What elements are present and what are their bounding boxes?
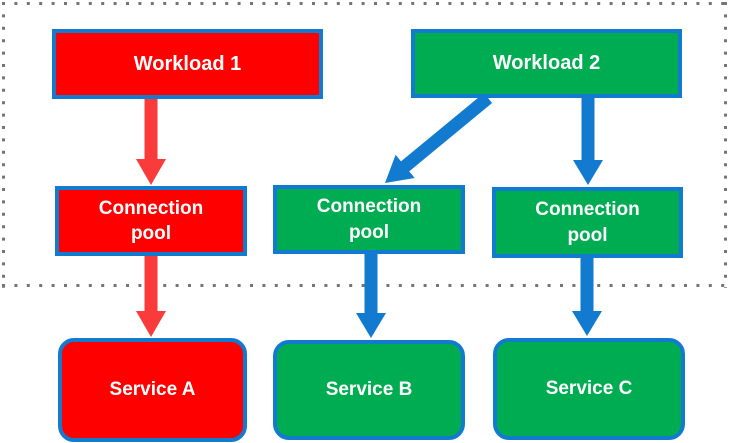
node-service-c-label: Service C bbox=[545, 378, 633, 400]
node-workload-1-label: Workload 1 bbox=[133, 52, 242, 75]
arrow-pool3-to-serviceC bbox=[572, 258, 602, 336]
node-service-b: Service B bbox=[273, 340, 465, 440]
node-workload-1: Workload 1 bbox=[52, 29, 323, 99]
node-connection-pool-1-label: Connection pool bbox=[98, 197, 204, 244]
node-service-a-label: Service A bbox=[109, 379, 196, 401]
node-connection-pool-2: Connection pool bbox=[273, 185, 465, 254]
arrow-pool2-to-serviceB bbox=[356, 254, 386, 338]
node-connection-pool-2-label: Connection pool bbox=[316, 196, 422, 243]
arrow-workload2-to-pool2 bbox=[385, 93, 493, 183]
node-workload-2: Workload 2 bbox=[411, 29, 682, 98]
node-connection-pool-1: Connection pool bbox=[55, 186, 247, 256]
node-workload-2-label: Workload 2 bbox=[492, 52, 601, 75]
node-service-c: Service C bbox=[493, 338, 685, 440]
arrow-pool1-to-serviceA bbox=[136, 256, 166, 337]
node-connection-pool-3: Connection pool bbox=[492, 187, 683, 258]
arrow-workload2-to-pool3 bbox=[573, 98, 603, 185]
node-service-a: Service A bbox=[58, 338, 247, 442]
node-connection-pool-3-label: Connection pool bbox=[535, 199, 640, 246]
arrow-workload1-to-pool1 bbox=[136, 99, 166, 185]
node-service-b-label: Service B bbox=[325, 379, 413, 401]
